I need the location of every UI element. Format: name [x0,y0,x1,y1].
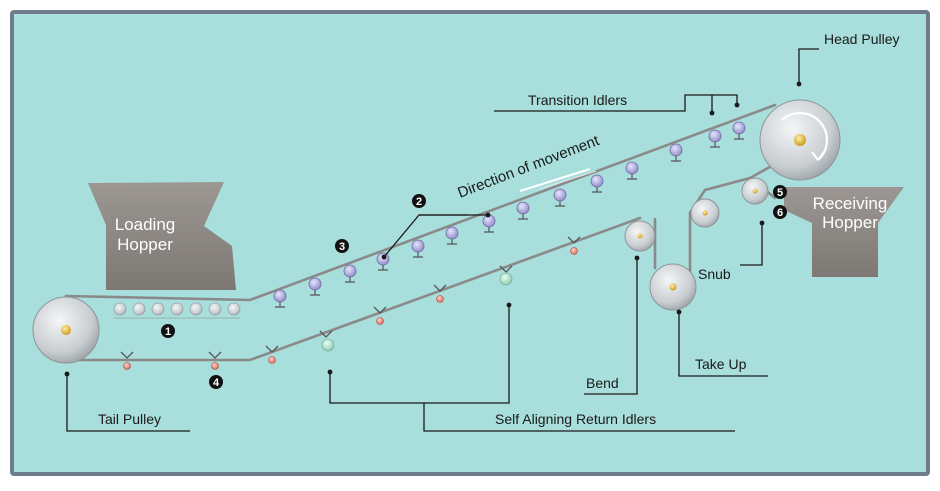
label-receiving-hopper-line2: Hopper [822,213,878,232]
marker-2: 2 [412,194,426,208]
carrying-idlers [273,121,746,308]
label-head-pulley: Head Pulley [824,31,900,47]
diagram-frame [10,10,930,476]
snub-pulley [690,198,720,228]
label-transition-idlers: Transition Idlers [528,92,627,108]
return-idlers [120,236,581,370]
svg-text:3: 3 [339,241,345,253]
label-self-aligning: Self Aligning Return Idlers [495,411,656,427]
leader-dots [64,81,802,377]
label-snub: Snub [698,266,731,282]
svg-text:1: 1 [165,326,171,338]
svg-text:2: 2 [416,196,422,208]
marker-1: 1 [161,324,175,338]
svg-text:6: 6 [777,207,783,219]
direction-arrow-icon [519,168,597,192]
marker-6: 6 [773,205,787,219]
loading-hopper [88,182,236,290]
marker-4: 4 [209,375,223,389]
snub-pulley-upper [741,177,769,205]
marker-3: 3 [335,239,349,253]
impact-idlers [113,302,241,319]
label-bend: Bend [586,375,619,391]
leader-lines [66,48,819,432]
take-up-pulley [649,263,697,311]
label-take-up: Take Up [695,356,747,372]
label-loading-hopper-line2: Hopper [117,235,173,254]
svg-text:4: 4 [213,377,220,389]
receiving-hopper [784,187,904,277]
svg-text:5: 5 [777,187,783,199]
label-receiving-hopper-line1: Receiving [813,194,888,213]
rotation-arrow-icon [781,112,828,161]
marker-5: 5 [773,185,787,199]
bend-pulley [624,220,656,252]
head-pulley [759,99,841,181]
label-tail-pulley: Tail Pulley [98,411,161,427]
label-loading-hopper-line1: Loading [115,215,176,234]
tail-pulley [32,296,100,364]
